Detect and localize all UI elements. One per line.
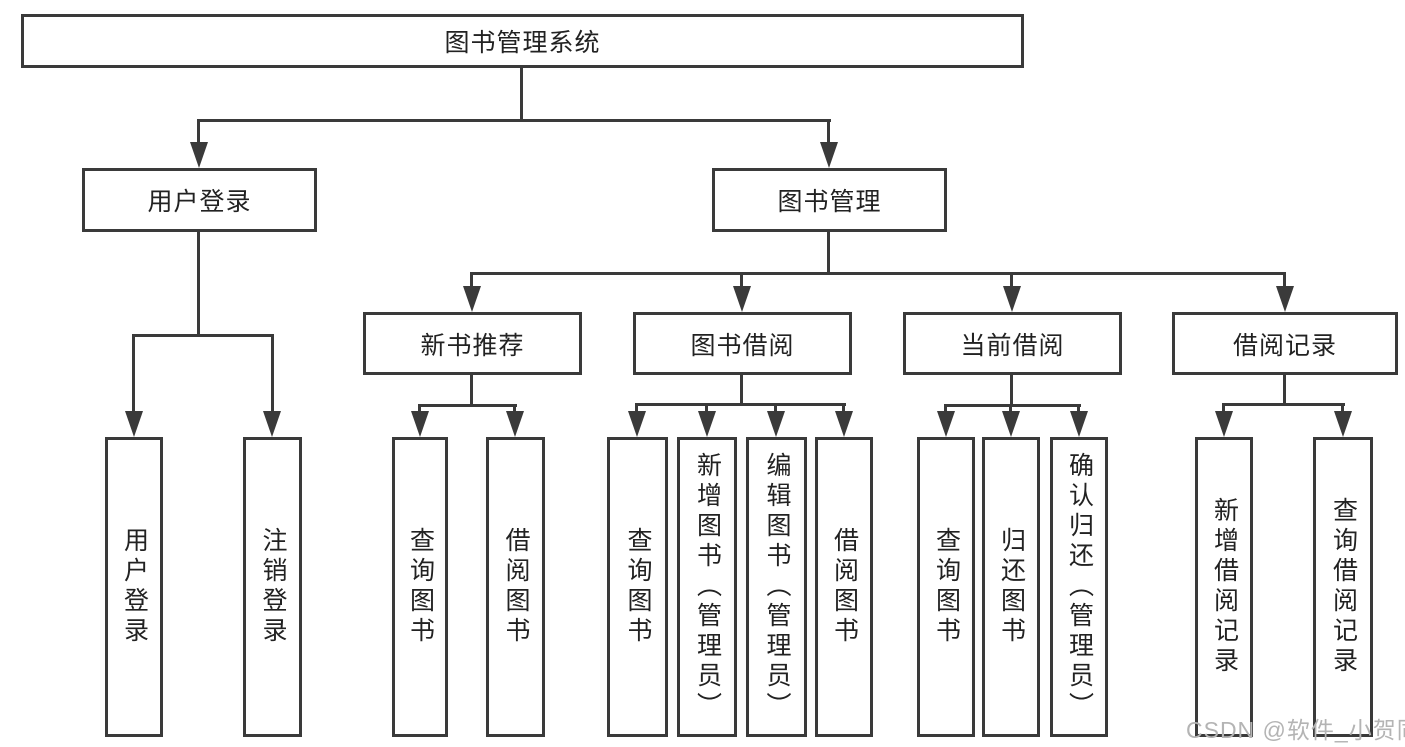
node-book-borrow: 图书借阅 bbox=[633, 312, 852, 375]
connector-bookborrow-drop-4 bbox=[842, 403, 845, 416]
connector-currentborrow-drop-3 bbox=[1077, 404, 1080, 416]
leaf-borrow-edit-books-admin: 编辑图书（管理员） bbox=[746, 437, 807, 737]
arrow-down-icon bbox=[767, 411, 785, 437]
connector-bookmgmt-bar bbox=[470, 272, 1286, 275]
arrow-down-icon bbox=[1070, 411, 1088, 437]
arrow-down-icon bbox=[698, 411, 716, 437]
connector-newbook-stem bbox=[470, 375, 473, 407]
node-new-book-recommend: 新书推荐 bbox=[363, 312, 582, 375]
connector-currentborrow-bar bbox=[944, 404, 1081, 407]
leaf-record-query-borrow-record: 查询借阅记录 bbox=[1313, 437, 1373, 737]
csdn-watermark: CSDN @软件_小贺同学 bbox=[1186, 717, 1405, 743]
arrow-down-icon bbox=[1276, 286, 1294, 312]
connector-currentborrow-drop-1 bbox=[944, 404, 947, 416]
arrow-down-icon bbox=[463, 286, 481, 312]
arrow-down-icon bbox=[1002, 411, 1020, 437]
leaf-logout: 注销登录 bbox=[243, 437, 302, 737]
connector-currentborrow-drop-2 bbox=[1009, 404, 1012, 416]
connector-userlogin-stem bbox=[197, 232, 200, 337]
connector-bookborrow-bar bbox=[635, 403, 846, 406]
connector-currentborrow-stem bbox=[1010, 375, 1013, 407]
arrow-down-icon bbox=[190, 142, 208, 168]
leaf-user-login: 用户登录 bbox=[105, 437, 163, 737]
node-book-management: 图书管理 bbox=[712, 168, 947, 232]
connector-borrowrecord-drop-2 bbox=[1341, 403, 1344, 416]
arrow-down-icon bbox=[820, 142, 838, 168]
arrow-down-icon bbox=[1215, 411, 1233, 437]
leaf-current-return-books: 归还图书 bbox=[982, 437, 1040, 737]
connector-userlogin-bar bbox=[132, 334, 274, 337]
connector-bookborrow-drop-3 bbox=[774, 403, 777, 416]
leaf-current-query-books: 查询图书 bbox=[917, 437, 975, 737]
connector-bookmgmt-drop-4 bbox=[1283, 272, 1286, 290]
connector-newbook-bar bbox=[418, 404, 517, 407]
connector-bookmgmt-drop-3 bbox=[1010, 272, 1013, 290]
arrow-down-icon bbox=[835, 411, 853, 437]
connector-borrowrecord-drop-1 bbox=[1222, 403, 1225, 416]
node-user-login: 用户登录 bbox=[82, 168, 317, 232]
arrow-down-icon bbox=[506, 411, 524, 437]
arrow-down-icon bbox=[263, 411, 281, 437]
leaf-borrow-query-books: 查询图书 bbox=[607, 437, 668, 737]
connector-root-drop-right bbox=[827, 119, 830, 145]
leaf-newbook-query-books: 查询图书 bbox=[392, 437, 448, 737]
connector-bookborrow-stem bbox=[740, 375, 743, 406]
connector-borrowrecord-bar bbox=[1222, 403, 1345, 406]
arrow-down-icon bbox=[1003, 286, 1021, 312]
leaf-borrow-add-books-admin: 新增图书（管理员） bbox=[677, 437, 737, 737]
connector-userlogin-drop-2 bbox=[271, 334, 274, 414]
arrow-down-icon bbox=[937, 411, 955, 437]
leaf-current-confirm-return-admin: 确认归还（管理员） bbox=[1050, 437, 1108, 737]
connector-newbook-drop-2 bbox=[513, 404, 516, 416]
arrow-down-icon bbox=[1334, 411, 1352, 437]
arrow-down-icon bbox=[733, 286, 751, 312]
arrow-down-icon bbox=[125, 411, 143, 437]
connector-bookmgmt-drop-1 bbox=[470, 272, 473, 290]
connector-root-bar bbox=[197, 119, 831, 122]
connector-bookborrow-drop-2 bbox=[705, 403, 708, 416]
arrow-down-icon bbox=[411, 411, 429, 437]
connector-bookmgmt-stem bbox=[827, 232, 830, 275]
connector-borrowrecord-stem bbox=[1283, 375, 1286, 406]
leaf-borrow-borrow-books: 借阅图书 bbox=[815, 437, 873, 737]
leaf-record-add-borrow-record: 新增借阅记录 bbox=[1195, 437, 1253, 737]
connector-newbook-drop-1 bbox=[418, 404, 421, 416]
node-current-borrow: 当前借阅 bbox=[903, 312, 1122, 375]
connector-root-drop-left bbox=[197, 119, 200, 145]
arrow-down-icon bbox=[628, 411, 646, 437]
node-borrow-record: 借阅记录 bbox=[1172, 312, 1398, 375]
connector-bookborrow-drop-1 bbox=[635, 403, 638, 416]
connector-userlogin-drop-1 bbox=[132, 334, 135, 414]
connector-root-stem bbox=[520, 68, 523, 122]
connector-bookmgmt-drop-2 bbox=[740, 272, 743, 290]
node-root: 图书管理系统 bbox=[21, 14, 1024, 68]
leaf-newbook-borrow-books: 借阅图书 bbox=[486, 437, 545, 737]
